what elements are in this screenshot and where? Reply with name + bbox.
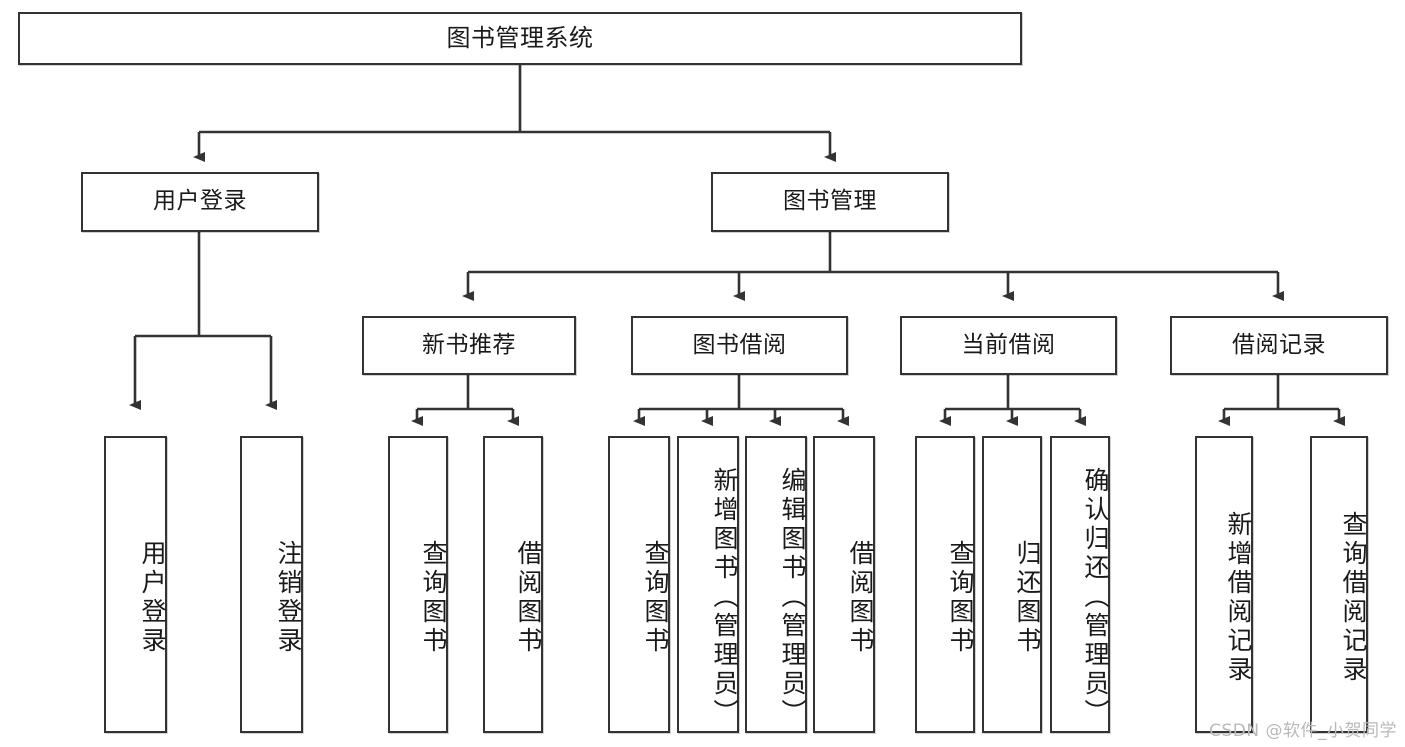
node-label: 新增图书（管理员） xyxy=(710,467,739,728)
node-label: 查询图书 xyxy=(641,539,670,656)
leaf-recommend-borrow-book[interactable]: 借阅图书 xyxy=(483,436,543,733)
node-label: 用户登录 xyxy=(138,539,167,656)
node-label: 图书管理 xyxy=(783,188,877,215)
node-label: 归还图书 xyxy=(1013,539,1042,656)
node-label: 借阅图书 xyxy=(846,539,875,656)
node-label: 确认归还（管理员） xyxy=(1081,467,1110,728)
node-label: 编辑图书（管理员） xyxy=(778,467,807,728)
leaf-record-add-record[interactable]: 新增借阅记录 xyxy=(1195,436,1253,733)
leaf-borrow-edit-book-admin[interactable]: 编辑图书（管理员） xyxy=(745,436,807,733)
leaf-borrow-query-book[interactable]: 查询图书 xyxy=(608,436,670,733)
leaf-current-query-book[interactable]: 查询图书 xyxy=(915,436,975,733)
node-label: 图书借阅 xyxy=(692,331,787,358)
leaf-current-return-book[interactable]: 归还图书 xyxy=(982,436,1042,733)
leaf-user-login-signout[interactable]: 注销登录 xyxy=(240,436,303,733)
node-label: 查询借阅记录 xyxy=(1339,510,1368,685)
node-new-book-recommend[interactable]: 新书推荐 xyxy=(362,316,576,375)
node-user-login[interactable]: 用户登录 xyxy=(81,172,319,232)
leaf-record-query-record[interactable]: 查询借阅记录 xyxy=(1310,436,1368,733)
leaf-borrow-borrow-book[interactable]: 借阅图书 xyxy=(813,436,875,733)
leaf-borrow-add-book-admin[interactable]: 新增图书（管理员） xyxy=(677,436,739,733)
node-label: 新书推荐 xyxy=(422,331,516,358)
node-borrow-record[interactable]: 借阅记录 xyxy=(1170,316,1388,375)
node-label: 当前借阅 xyxy=(961,331,1056,358)
node-label: 图书管理系统 xyxy=(446,24,594,53)
leaf-recommend-query-book[interactable]: 查询图书 xyxy=(388,436,448,733)
node-book-borrow[interactable]: 图书借阅 xyxy=(631,316,848,375)
node-label: 查询图书 xyxy=(946,539,975,656)
leaf-user-login-signin[interactable]: 用户登录 xyxy=(104,436,167,733)
node-root-system[interactable]: 图书管理系统 xyxy=(18,12,1022,65)
node-label: 查询图书 xyxy=(419,539,448,656)
node-label: 借阅图书 xyxy=(514,539,543,656)
node-label: 注销登录 xyxy=(274,539,303,656)
node-book-management[interactable]: 图书管理 xyxy=(711,172,949,232)
watermark-text: CSDN @软件_小贺同学 xyxy=(1209,721,1397,741)
node-current-borrow[interactable]: 当前借阅 xyxy=(900,316,1117,375)
node-label: 新增借阅记录 xyxy=(1224,510,1253,685)
leaf-current-confirm-return-admin[interactable]: 确认归还（管理员） xyxy=(1050,436,1110,733)
node-label: 借阅记录 xyxy=(1232,331,1326,358)
node-label: 用户登录 xyxy=(153,188,247,215)
